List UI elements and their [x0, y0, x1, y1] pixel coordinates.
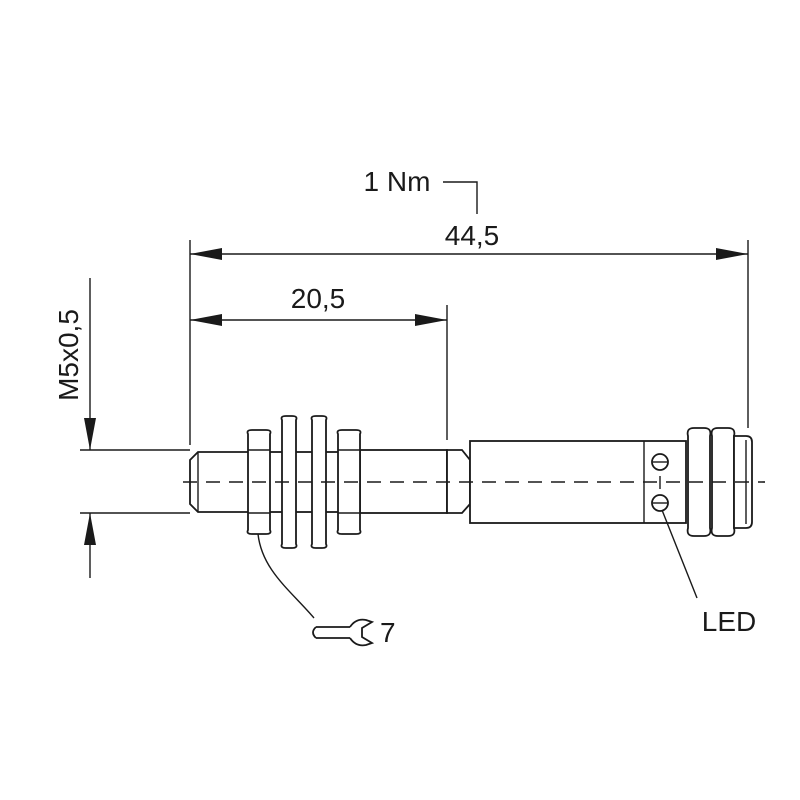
wrench-size-value: 7: [380, 617, 396, 648]
arrowhead: [190, 314, 222, 326]
dimension-overall-length: 44,5: [190, 220, 748, 260]
overall-length-value: 44,5: [445, 220, 500, 251]
lock-washer-right: [310, 415, 328, 549]
thread-size-value: M5x0,5: [53, 309, 84, 401]
wrench-leader-line: [257, 533, 315, 619]
led-indicator-bottom: [651, 494, 669, 512]
led-leader-line: [661, 509, 698, 599]
arrowhead: [84, 513, 96, 545]
extension-lines: [80, 240, 749, 514]
open-end-wrench-icon: [312, 618, 375, 647]
arrowhead: [415, 314, 447, 326]
arrowhead: [84, 418, 96, 450]
led-annotation: LED: [661, 509, 756, 637]
arrowhead: [190, 248, 222, 260]
wrench-annotation: 7: [257, 533, 396, 648]
wrench-handle: [312, 626, 350, 639]
led-indicator-top: [651, 453, 669, 471]
wrench-jaw: [349, 618, 375, 647]
led-label: LED: [702, 606, 756, 637]
torque-value: 1 Nm: [364, 166, 431, 197]
thread-length-value: 20,5: [291, 283, 346, 314]
torque-leader-line: [443, 181, 478, 214]
arrowhead: [716, 248, 748, 260]
dimension-thread-length: 20,5: [190, 283, 447, 326]
torque-annotation: 1 Nm: [364, 166, 478, 214]
dimension-thread-diameter: M5x0,5: [53, 278, 96, 578]
